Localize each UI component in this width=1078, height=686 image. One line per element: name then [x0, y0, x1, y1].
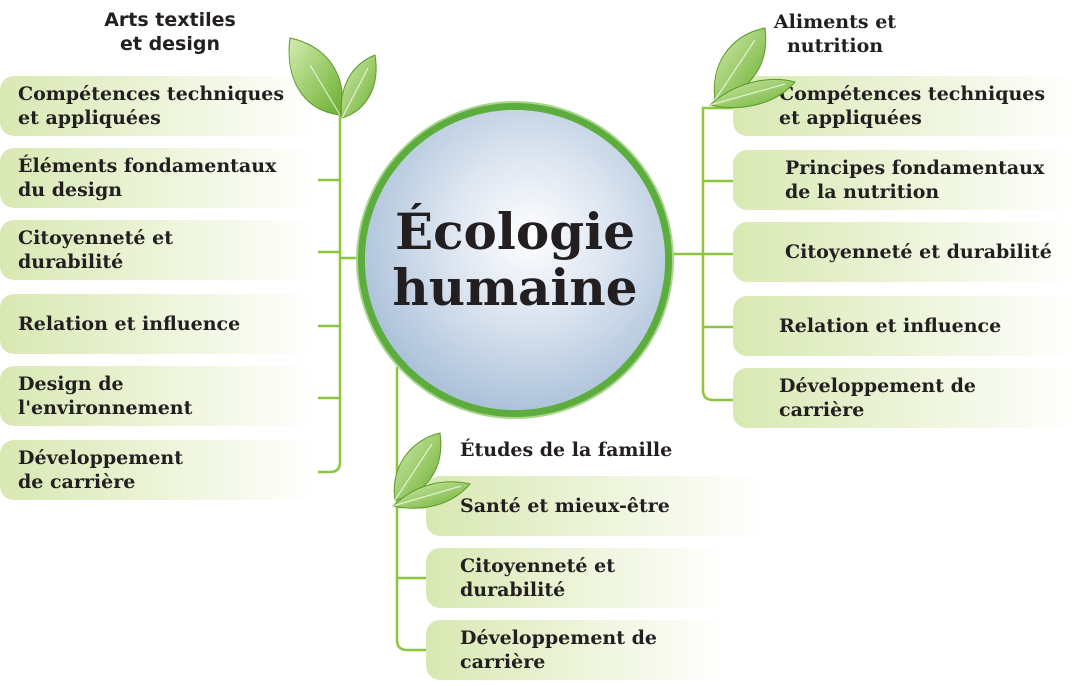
left-item-1-label: Compétences techniques et appliquées: [18, 83, 285, 129]
left-item-2-label: Éléments fondamentaux du design: [18, 155, 277, 201]
left-item-2: Éléments fondamentaux du design: [0, 148, 318, 208]
left-item-6: Développement de carrière: [0, 440, 318, 500]
bottom-item-3-label: Développement de carrière: [460, 627, 658, 673]
right-item-2-label: Principes fondamentaux de la nutrition: [785, 157, 1045, 203]
right-item-3-label: Citoyenneté et durabilité: [785, 241, 1052, 263]
bottom-item-1-label: Santé et mieux-être: [460, 495, 670, 517]
right-item-4-label: Relation et influence: [779, 315, 1002, 337]
leaf-icon: [288, 37, 377, 119]
left-item-5: Design de l'environnement: [0, 366, 318, 426]
left-item-1: Compétences techniques et appliquées: [0, 76, 318, 136]
left-item-6-label: Développement de carrière: [18, 447, 184, 493]
right-group-title: Aliments et nutrition: [773, 11, 897, 57]
hub-label: Écologie humaine: [392, 202, 638, 317]
central-hub: Écologie humaine: [365, 110, 665, 410]
right-item-4: Relation et influence: [733, 296, 1078, 356]
bottom-item-2-label: Citoyenneté et durabilité: [460, 555, 615, 601]
leaf-icon: [391, 432, 471, 509]
left-item-4-label: Relation et influence: [18, 313, 241, 335]
left-group-title: Arts textiles et design: [104, 9, 236, 55]
bottom-item-3: Développement de carrière: [426, 620, 726, 680]
right-item-3: Citoyenneté et durabilité: [733, 222, 1078, 282]
bottom-item-1: Santé et mieux-être: [426, 476, 766, 536]
leaf-icon: [708, 27, 796, 109]
left-item-3: Citoyenneté et durabilité: [0, 220, 318, 280]
bottom-item-2: Citoyenneté et durabilité: [426, 548, 726, 608]
left-item-3-label: Citoyenneté et durabilité: [18, 227, 173, 273]
right-item-2: Principes fondamentaux de la nutrition: [733, 150, 1078, 210]
left-item-5-label: Design de l'environnement: [18, 373, 193, 419]
right-item-1-label: Compétences techniques et appliquées: [779, 83, 1046, 129]
left-item-4: Relation et influence: [0, 294, 318, 354]
bottom-group-title: Études de la famille: [460, 439, 673, 461]
right-item-5-label: Développement de carrière: [779, 375, 977, 421]
right-item-5: Développement de carrière: [733, 368, 1078, 428]
